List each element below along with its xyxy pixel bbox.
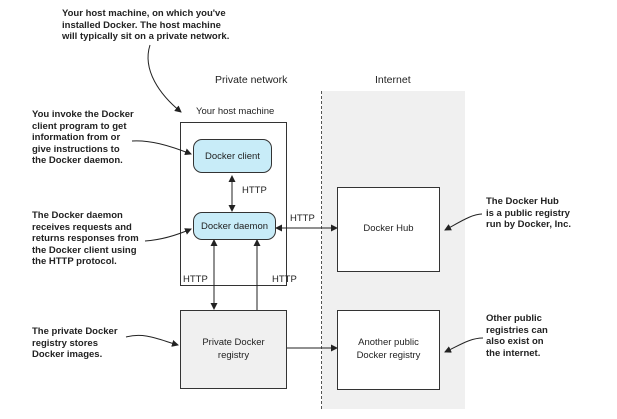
callout-other-registries-pointer [444, 337, 484, 353]
callout-other-registries-line: registries can [486, 324, 548, 336]
callout-host-line: will typically sit on a private network. [62, 31, 230, 43]
callout-private-registry-line: The private Docker [32, 326, 118, 337]
callout-daemon-pointer [144, 228, 192, 242]
callout-hub: The Docker Hub is a public registry run … [486, 196, 571, 231]
private-registry-node: Private Docker registry [180, 310, 287, 389]
callout-daemon-line: The Docker daemon [32, 210, 123, 221]
callout-host: Your host machine, on which you've insta… [62, 8, 229, 43]
docker-hub-node: Docker Hub [337, 187, 440, 272]
callout-hub-pointer [444, 213, 483, 231]
callout-other-registries: Other public registries can also exist o… [486, 313, 548, 359]
callout-client: You invoke the Docker client program to … [32, 109, 134, 167]
callout-daemon-line: the HTTP protocol. [32, 256, 117, 268]
callout-client-line: client program to get [32, 120, 127, 132]
docker-daemon-node: Docker daemon [193, 212, 276, 240]
callout-private-registry-line: registry stores [32, 337, 99, 349]
callout-client-line: information from or [32, 132, 121, 144]
private-registry-line-2: registry [217, 349, 250, 361]
callout-host-line: Your host machine, on which you've [62, 8, 226, 19]
callout-client-pointer [131, 140, 192, 156]
callout-host-line: installed Docker. The host machine [62, 19, 221, 31]
callout-daemon-line: returns responses from [32, 233, 139, 245]
callout-daemon: The Docker daemon receives requests and … [32, 210, 139, 268]
callout-other-registries-line: the internet. [486, 347, 541, 359]
docker-client-node: Docker client [193, 139, 272, 173]
callout-daemon-line: the Docker client using [32, 244, 137, 256]
private-registry-line-1: Private Docker [202, 336, 265, 348]
edge-label-client-daemon: HTTP [242, 185, 267, 196]
another-registry-line-1: Another public [358, 337, 419, 349]
callout-other-registries-line: Other public [486, 313, 542, 324]
callout-daemon-line: receives requests and [32, 221, 132, 233]
callout-hub-line: is a public registry [486, 207, 570, 219]
callout-client-line: give instructions to [32, 143, 120, 155]
edge-label-daemon-another: HTTP [272, 274, 297, 285]
internet-label: Internet [375, 74, 411, 86]
callout-hub-line: run by Docker, Inc. [486, 219, 571, 231]
private-network-label: Private network [215, 74, 288, 86]
callout-private-registry-line: Docker images. [32, 349, 103, 361]
another-registry-line-2: Docker registry [356, 350, 421, 361]
callout-private-registry-pointer [125, 334, 179, 347]
callout-client-line: You invoke the Docker [32, 109, 134, 120]
callout-client-line: the Docker daemon. [32, 155, 123, 167]
callout-host-pointer [147, 44, 182, 113]
edge-label-daemon-hub: HTTP [290, 213, 315, 224]
callout-other-registries-line: also exist on [486, 336, 544, 348]
edge-label-daemon-private: HTTP [183, 274, 208, 285]
callout-private-registry: The private Docker registry stores Docke… [32, 326, 118, 361]
callout-hub-line: The Docker Hub [486, 196, 559, 207]
host-machine-label: Your host machine [196, 106, 275, 117]
another-registry-node: Another public Docker registry [337, 310, 440, 390]
